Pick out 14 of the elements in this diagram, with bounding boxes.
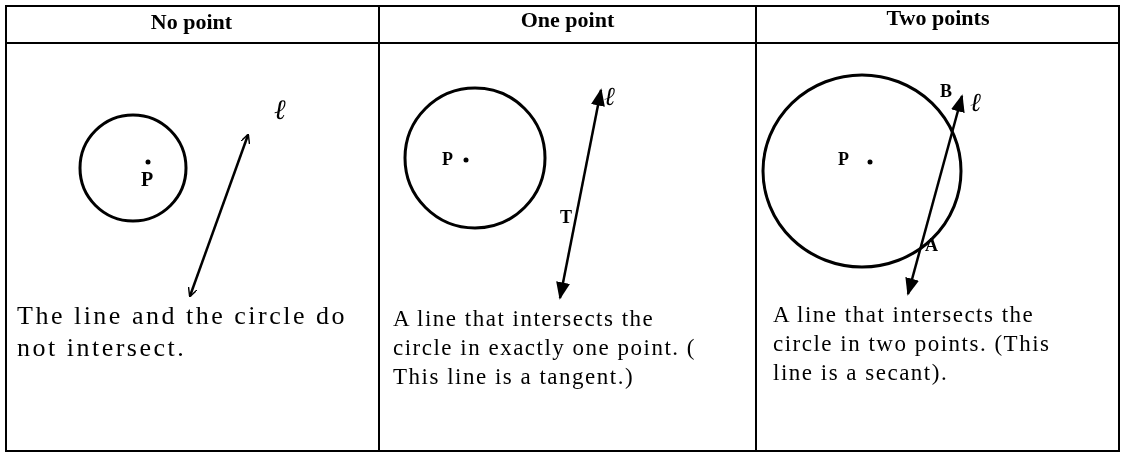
point-label: P [838, 148, 849, 171]
description-text: The line and the circle do not intersect. [17, 300, 348, 364]
column-header: One point [519, 6, 616, 34]
point-label: P [442, 148, 453, 171]
line-label: ℓ [604, 81, 615, 113]
column-header: No point [149, 8, 234, 36]
column-header: Two points [885, 4, 991, 32]
point-label: T [560, 206, 572, 229]
line-label: ℓ [970, 87, 981, 119]
point-label: P [141, 167, 154, 192]
point-label: B [940, 80, 952, 103]
description-text: A line that intersects the circle in two points. (This line is a secant). [773, 301, 1052, 387]
line-label: ℓ [274, 93, 286, 127]
description-text: A line that intersects the circle in exactly one point. ( This line is a tangent.) [393, 305, 697, 391]
